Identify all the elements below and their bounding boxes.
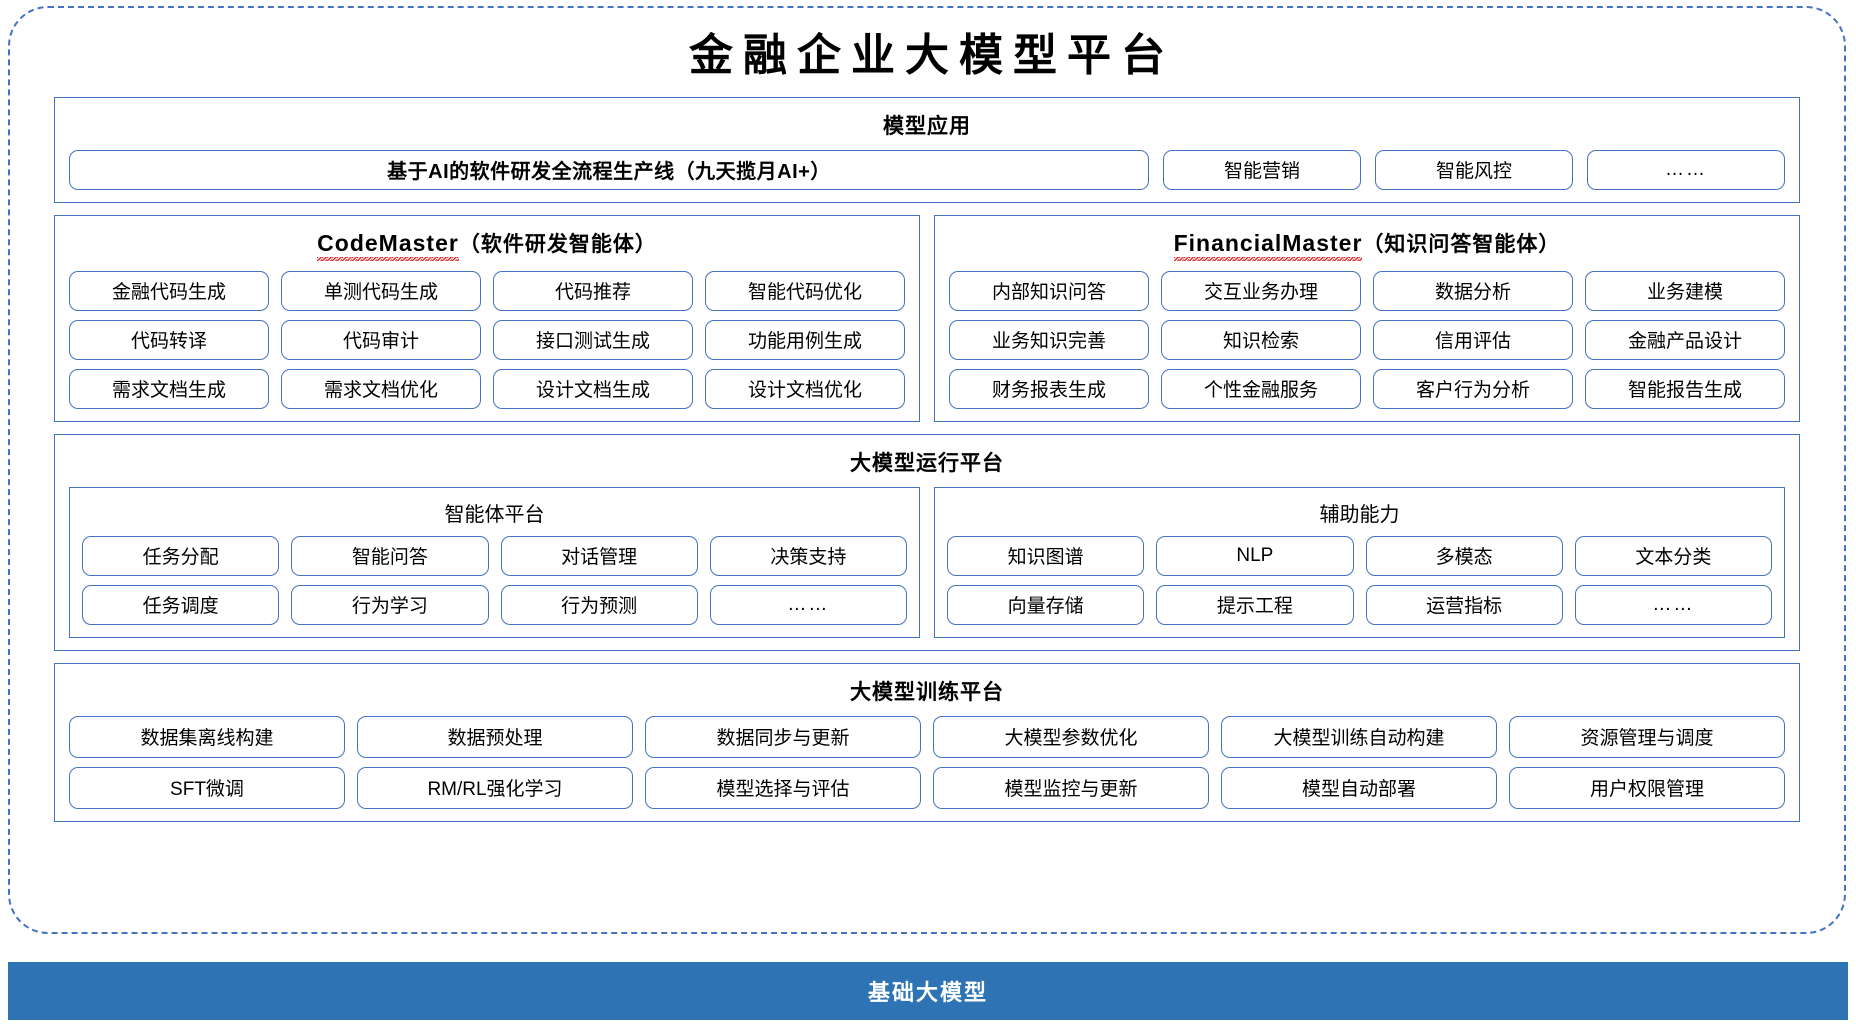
- pill-capability[interactable]: 交互业务办理: [1161, 270, 1361, 311]
- codemaster-subtitle: （软件研发智能体）: [458, 232, 657, 256]
- pill-capability[interactable]: RM/RL强化学习: [357, 766, 633, 809]
- financialmaster-name: FinancialMaster: [1173, 229, 1363, 261]
- model-application-row: 基于AI的软件研发全流程生产线（九天揽月AI+） 智能营销 智能风控 ……: [69, 149, 1785, 190]
- pill-capability[interactable]: 数据集离线构建: [69, 715, 345, 758]
- pill-capability[interactable]: 行为预测: [500, 584, 698, 625]
- runtime-subpanels: 智能体平台 任务分配 智能问答 对话管理 决策支持 任务调度 行为学习 行为预测…: [69, 486, 1785, 638]
- pill-capability[interactable]: 文本分类: [1574, 535, 1772, 576]
- pill-capability[interactable]: 任务分配: [82, 535, 280, 576]
- subpanel-title-agent-platform: 智能体平台: [444, 503, 545, 526]
- auxiliary-capability-grid: 知识图谱 NLP 多模态 文本分类 向量存储 提示工程 运营指标 ……: [947, 535, 1772, 625]
- pill-more-capabilities[interactable]: ……: [709, 584, 907, 625]
- pill-capability[interactable]: 行为学习: [291, 584, 489, 625]
- subpanel-agent-platform: 智能体平台 任务分配 智能问答 对话管理 决策支持 任务调度 行为学习 行为预测…: [69, 486, 920, 638]
- pill-capability[interactable]: 向量存储: [947, 584, 1145, 625]
- training-platform-grid: 数据集离线构建 数据预处理 数据同步与更新 大模型参数优化 大模型训练自动构建 …: [69, 715, 1785, 809]
- pill-smart-marketing[interactable]: 智能营销: [1163, 149, 1361, 190]
- financialmaster-subtitle: （知识问答智能体）: [1362, 232, 1561, 256]
- pill-capability[interactable]: 代码推荐: [493, 270, 693, 311]
- pill-capability[interactable]: 多模态: [1365, 535, 1563, 576]
- pill-capability[interactable]: 业务建模: [1585, 270, 1785, 311]
- pill-capability[interactable]: 接口测试生成: [493, 319, 693, 360]
- pill-capability[interactable]: NLP: [1156, 535, 1354, 576]
- section-model-application: 模型应用 基于AI的软件研发全流程生产线（九天揽月AI+） 智能营销 智能风控 …: [54, 96, 1800, 203]
- pill-capability[interactable]: 大模型训练自动构建: [1221, 715, 1497, 758]
- pill-capability[interactable]: 设计文档优化: [705, 368, 905, 409]
- pill-capability[interactable]: 个性金融服务: [1161, 368, 1361, 409]
- pill-capability[interactable]: 单测代码生成: [281, 270, 481, 311]
- base-model-label: 基础大模型: [867, 980, 988, 1005]
- pill-capability[interactable]: 金融产品设计: [1585, 319, 1785, 360]
- agent-platform-grid: 任务分配 智能问答 对话管理 决策支持 任务调度 行为学习 行为预测 ……: [82, 535, 907, 625]
- pill-capability[interactable]: 智能代码优化: [705, 270, 905, 311]
- pill-capability[interactable]: 智能报告生成: [1585, 368, 1785, 409]
- pill-capability[interactable]: 客户行为分析: [1373, 368, 1573, 409]
- agents-row: CodeMaster（软件研发智能体） 金融代码生成 单测代码生成 代码推荐 智…: [54, 214, 1800, 422]
- base-model-bar: 基础大模型: [8, 962, 1848, 1020]
- pill-capability[interactable]: 知识图谱: [947, 535, 1145, 576]
- pill-capability[interactable]: 业务知识完善: [949, 319, 1149, 360]
- section-codemaster: CodeMaster（软件研发智能体） 金融代码生成 单测代码生成 代码推荐 智…: [54, 214, 920, 422]
- codemaster-capability-grid: 金融代码生成 单测代码生成 代码推荐 智能代码优化 代码转译 代码审计 接口测试…: [69, 270, 905, 409]
- pill-capability[interactable]: 代码转译: [69, 319, 269, 360]
- section-title-training-platform: 大模型训练平台: [850, 680, 1004, 704]
- pill-capability[interactable]: 代码审计: [281, 319, 481, 360]
- section-title-runtime-platform: 大模型运行平台: [850, 451, 1004, 475]
- pill-capability[interactable]: 智能问答: [291, 535, 489, 576]
- section-financialmaster: FinancialMaster（知识问答智能体） 内部知识问答 交互业务办理 数…: [934, 214, 1800, 422]
- codemaster-name: CodeMaster: [317, 229, 459, 261]
- pill-capability[interactable]: 模型选择与评估: [645, 766, 921, 809]
- pill-capability[interactable]: 内部知识问答: [949, 270, 1149, 311]
- pill-capability[interactable]: 资源管理与调度: [1509, 715, 1785, 758]
- pill-capability[interactable]: 用户权限管理: [1509, 766, 1785, 809]
- section-runtime-platform: 大模型运行平台 智能体平台 任务分配 智能问答 对话管理 决策支持 任务调度 行…: [54, 433, 1800, 651]
- section-title-financialmaster: FinancialMaster（知识问答智能体）: [949, 228, 1785, 261]
- pill-capability[interactable]: 任务调度: [82, 584, 280, 625]
- section-title-codemaster: CodeMaster（软件研发智能体）: [69, 228, 905, 261]
- section-training-platform: 大模型训练平台 数据集离线构建 数据预处理 数据同步与更新 大模型参数优化 大模…: [54, 662, 1800, 822]
- subpanel-auxiliary-capability: 辅助能力 知识图谱 NLP 多模态 文本分类 向量存储 提示工程 运营指标 ……: [934, 486, 1785, 638]
- pill-capability[interactable]: 数据预处理: [357, 715, 633, 758]
- pill-capability[interactable]: SFT微调: [69, 766, 345, 809]
- pill-more-capabilities[interactable]: ……: [1574, 584, 1772, 625]
- pill-capability[interactable]: 提示工程: [1156, 584, 1354, 625]
- pill-capability[interactable]: 大模型参数优化: [933, 715, 1209, 758]
- pill-capability[interactable]: 财务报表生成: [949, 368, 1149, 409]
- pill-capability[interactable]: 运营指标: [1365, 584, 1563, 625]
- pill-capability[interactable]: 知识检索: [1161, 319, 1361, 360]
- pill-ai-software-pipeline[interactable]: 基于AI的软件研发全流程生产线（九天揽月AI+）: [69, 149, 1149, 190]
- pill-capability[interactable]: 金融代码生成: [69, 270, 269, 311]
- pill-capability[interactable]: 需求文档生成: [69, 368, 269, 409]
- pill-capability[interactable]: 对话管理: [500, 535, 698, 576]
- pill-capability[interactable]: 模型监控与更新: [933, 766, 1209, 809]
- section-title-model-application: 模型应用: [883, 114, 971, 138]
- pill-capability[interactable]: 功能用例生成: [705, 319, 905, 360]
- pill-more-applications[interactable]: ……: [1587, 149, 1785, 190]
- pill-capability[interactable]: 决策支持: [709, 535, 907, 576]
- page-title: 金融企业大模型平台: [689, 31, 1175, 80]
- pill-capability[interactable]: 数据分析: [1373, 270, 1573, 311]
- pill-capability[interactable]: 需求文档优化: [281, 368, 481, 409]
- diagram-outer-frame: 金融企业大模型平台 模型应用 基于AI的软件研发全流程生产线（九天揽月AI+） …: [8, 6, 1846, 934]
- pill-capability[interactable]: 数据同步与更新: [645, 715, 921, 758]
- pill-capability[interactable]: 信用评估: [1373, 319, 1573, 360]
- pill-capability[interactable]: 模型自动部署: [1221, 766, 1497, 809]
- pill-smart-risk-control[interactable]: 智能风控: [1375, 149, 1573, 190]
- pill-capability[interactable]: 设计文档生成: [493, 368, 693, 409]
- financialmaster-capability-grid: 内部知识问答 交互业务办理 数据分析 业务建模 业务知识完善 知识检索 信用评估…: [949, 270, 1785, 409]
- subpanel-title-auxiliary-capability: 辅助能力: [1319, 503, 1400, 526]
